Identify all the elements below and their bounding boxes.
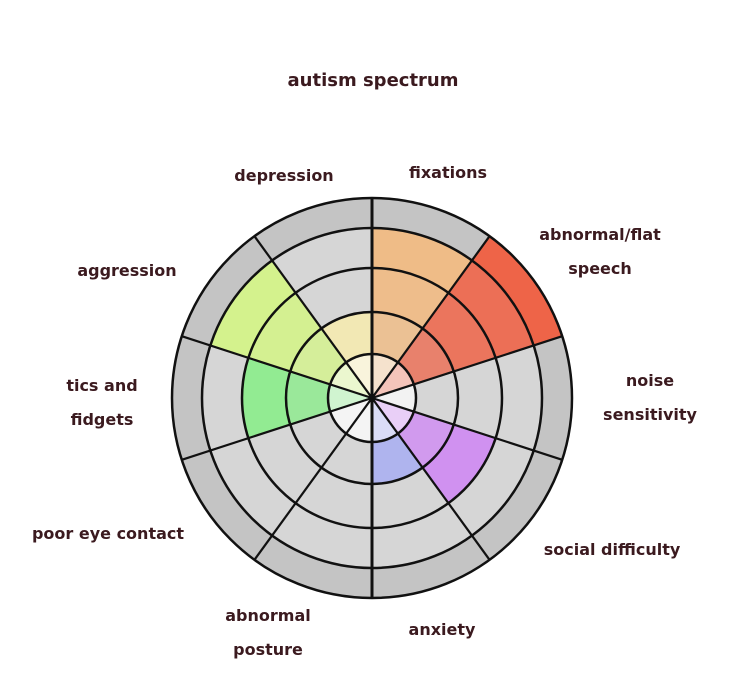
label-line: anxiety: [409, 620, 476, 639]
spoke: [181, 335, 373, 400]
level-fill-social-difficulty-3: [422, 424, 496, 504]
label-line: abnormal: [225, 606, 310, 625]
ring-cell-aggression-1: [330, 362, 372, 398]
level-fill-social-difficulty-1: [372, 398, 414, 434]
chart-title: autism spectrum: [288, 70, 459, 91]
label-line: tics and: [66, 376, 137, 395]
ring-cell-depression-5: [254, 198, 372, 261]
level-fill-abnormal-flat-speech-5: [471, 236, 563, 346]
level-fill-anxiety-1: [372, 398, 398, 442]
ring-cell-aggression-5: [181, 236, 273, 346]
ring-cell-fixations-5: [372, 198, 490, 261]
spoke: [371, 235, 491, 399]
label-social-difficulty: social difficulty: [544, 540, 681, 559]
label-line: abnormal/flat: [539, 225, 661, 244]
ring-cell-noise-sensitivity-4: [495, 345, 542, 451]
ring-cell-abnormal-posture-5: [254, 535, 372, 598]
ring-cell-abnormal-posture-4: [272, 503, 372, 568]
level-fill-fixations-4: [372, 228, 472, 293]
spoke: [253, 235, 373, 399]
ring-cell-poor-eye-contact-3: [248, 424, 322, 504]
label-line: depression: [234, 166, 333, 185]
label-line: poor eye contact: [32, 524, 184, 543]
level-fill-abnormal-flat-speech-2: [397, 328, 454, 385]
ring-cell-abnormal-flat-speech-1: [372, 362, 414, 398]
label-line: aggression: [77, 261, 176, 280]
ring-cell-abnormal-posture-1: [346, 398, 372, 442]
label-anxiety: anxiety: [409, 620, 476, 639]
ring-cell-social-difficulty-1: [372, 398, 414, 434]
ring-cell-depression-4: [272, 228, 372, 293]
level-fill-tics-and-fidgets-3: [241, 357, 291, 439]
spoke: [371, 335, 563, 400]
level-fill-aggression-2: [290, 328, 347, 385]
level-fill-tics-and-fidgets-2: [286, 371, 331, 425]
level-fill-social-difficulty-2: [397, 411, 454, 468]
ring-cell-social-difficulty-4: [448, 438, 534, 536]
level-fill-aggression-4: [210, 260, 296, 358]
label-depression: depression: [234, 166, 333, 185]
level-fill-poor-eye-contact-1: [330, 398, 372, 434]
spoke: [371, 397, 491, 561]
ring-cell-tics-and-fidgets-4: [202, 345, 249, 451]
level-fill-aggression-1: [330, 362, 372, 398]
level-fill-tics-and-fidgets-1: [328, 384, 372, 412]
level-fill-depression-1: [346, 354, 372, 398]
ring-cell-poor-eye-contact-2: [290, 411, 347, 468]
spoke: [371, 396, 563, 461]
level-fill-abnormal-posture-1: [346, 398, 372, 442]
ring-cell-anxiety-5: [372, 535, 490, 598]
label-fixations: fixations: [409, 163, 487, 182]
ring-cell-anxiety-4: [372, 503, 472, 568]
level-fill-anxiety-2: [372, 433, 423, 484]
level-fill-fixations-2: [372, 312, 423, 363]
level-fill-depression-2: [321, 312, 372, 363]
label-tics-and-fidgets: tics and fidgets: [66, 376, 137, 429]
ring-cell-depression-1: [346, 354, 372, 398]
level-fill-noise-sensitivity-1: [372, 384, 416, 412]
label-line: sensitivity: [603, 405, 697, 424]
level-fill-abnormal-flat-speech-1: [372, 362, 414, 398]
ring-cell-fixations-1: [372, 354, 398, 398]
spoke: [253, 397, 373, 561]
ring-cell-poor-eye-contact-5: [181, 450, 273, 560]
label-noise-sensitivity: noise sensitivity: [603, 371, 697, 424]
label-line: social difficulty: [544, 540, 681, 559]
label-line: fidgets: [71, 410, 134, 429]
label-line: speech: [568, 259, 632, 278]
label-abnormal-posture: abnormal posture: [225, 606, 310, 659]
ring-cell-social-difficulty-5: [471, 450, 563, 560]
label-line: fixations: [409, 163, 487, 182]
label-abnormal-flat-speech: abnormal/flat speech: [539, 225, 661, 278]
ring-cell-anxiety-1: [372, 398, 398, 442]
ring-cell-poor-eye-contact-1: [330, 398, 372, 434]
ring-cell-abnormal-posture-2: [321, 433, 372, 484]
level-fill-aggression-3: [248, 292, 322, 372]
spoke: [181, 396, 373, 461]
level-fill-fixations-1: [372, 354, 398, 398]
label-line: noise: [626, 371, 674, 390]
ring-cell-noise-sensitivity-2: [413, 371, 458, 425]
level-fill-abnormal-flat-speech-3: [422, 292, 496, 372]
label-line: posture: [233, 640, 303, 659]
label-aggression: aggression: [77, 261, 176, 280]
ring-cell-noise-sensitivity-5: [533, 336, 572, 460]
label-poor-eye-contact: poor eye contact: [32, 524, 184, 543]
ring-cell-poor-eye-contact-4: [210, 438, 296, 536]
ring-cell-noise-sensitivity-1: [372, 384, 416, 412]
ring-cell-noise-sensitivity-3: [453, 357, 503, 439]
ring-cell-tics-and-fidgets-1: [328, 384, 372, 412]
ring-cell-tics-and-fidgets-5: [172, 336, 211, 460]
level-fill-abnormal-flat-speech-4: [448, 260, 534, 358]
